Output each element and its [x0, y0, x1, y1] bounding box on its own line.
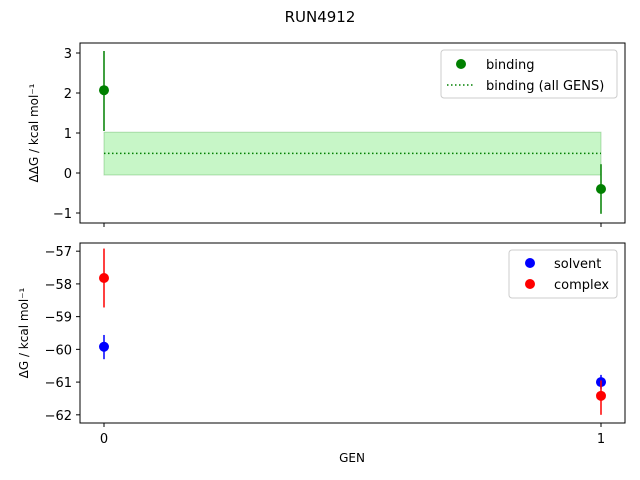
y-tick-label: 1 — [64, 127, 72, 142]
top-x-axis — [103, 223, 602, 227]
legend-label-binding: binding — [486, 58, 534, 73]
y-tick-label: 3 — [64, 47, 72, 62]
legend-label-complex: complex — [554, 278, 609, 293]
point-complex — [99, 273, 109, 284]
top-y-axis: 3 2 1 0 −1 — [53, 47, 80, 222]
bottom-legend: solvent complex — [508, 249, 618, 299]
y-tick-label: 2 — [64, 87, 72, 102]
legend-label-binding-all-gens: binding (all GENS) — [486, 79, 604, 94]
top-legend: binding binding (all GENS) — [440, 49, 618, 99]
top-plot-area — [99, 51, 606, 214]
figure-title: RUN4912 — [285, 8, 356, 26]
y-tick-label: −59 — [45, 311, 72, 326]
y-tick-label: −62 — [45, 409, 72, 424]
legend-marker-solvent — [525, 258, 535, 268]
bottom-legend-box — [508, 249, 618, 299]
point-binding — [99, 85, 109, 96]
bottom-x-axis-label: GEN — [339, 451, 365, 465]
y-tick-label: −57 — [45, 245, 72, 260]
bottom-y-axis-label: ΔG / kcal mol⁻¹ — [17, 287, 31, 378]
y-tick-label: −60 — [45, 343, 72, 358]
y-tick-label: −58 — [45, 278, 72, 293]
y-tick-label: −61 — [45, 376, 72, 391]
top-y-axis-label: ΔΔG / kcal mol⁻¹ — [27, 83, 41, 182]
y-tick-label: −1 — [53, 207, 72, 222]
legend-label-solvent: solvent — [554, 257, 601, 272]
legend-marker-binding — [456, 59, 466, 69]
x-tick-label: 1 — [597, 432, 605, 447]
point-binding — [596, 184, 606, 194]
top-legend-box — [440, 49, 618, 99]
bottom-axes-frame — [79, 242, 626, 424]
x-tick-label: 0 — [100, 432, 108, 447]
top-panel: 3 2 1 0 −1 ΔΔG / kcal mol⁻¹ binding binding … — [27, 42, 626, 227]
bottom-y-axis: −57 −58 −59 −60 −61 −62 — [45, 245, 80, 424]
point-complex — [596, 390, 606, 401]
point-solvent — [99, 341, 109, 352]
y-tick-label: 0 — [64, 167, 72, 182]
bottom-plot-area — [99, 248, 606, 415]
legend-marker-complex — [525, 279, 535, 289]
